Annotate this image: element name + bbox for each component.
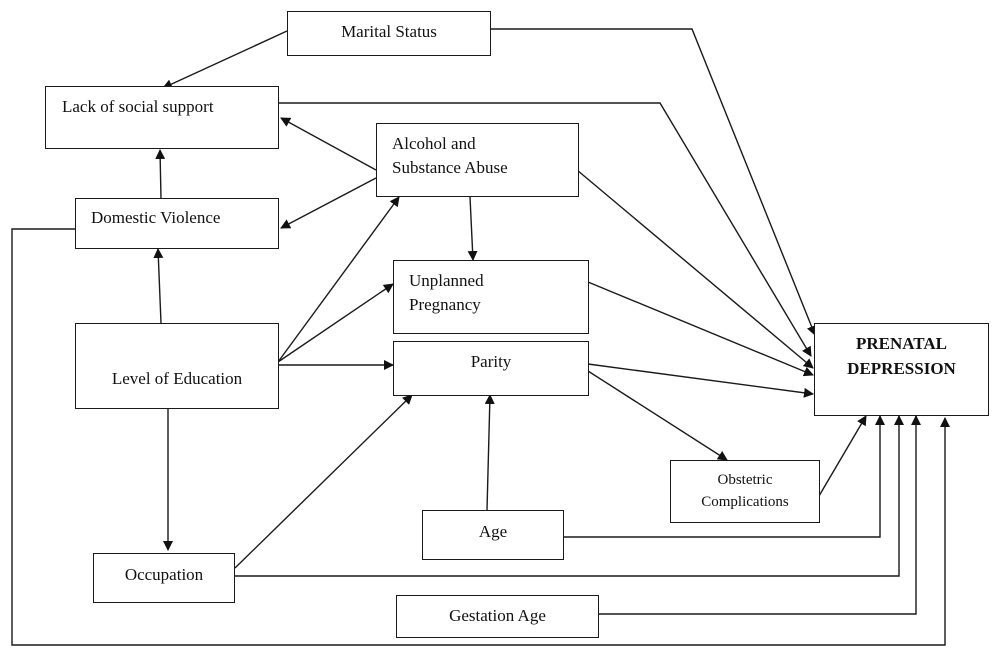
edge-parity-to-prenatal [587, 363, 814, 398]
edge-age-to-parity [484, 394, 495, 511]
edge-alcohol-to-prenatal [576, 169, 814, 369]
edge-gestation-to-prenatal [599, 415, 921, 615]
node-gestation-age: Gestation Age [396, 595, 599, 638]
node-label-line1: Alcohol and [392, 134, 476, 153]
node-label-line2: DEPRESSION [847, 359, 956, 378]
edge-education-to-unplanned [277, 283, 394, 363]
node-obstetric-complications: Obstetric Complications [670, 460, 820, 523]
edge-parity-to-obstetric [587, 370, 728, 461]
node-label: Level of Education [111, 369, 243, 388]
node-lack-of-social-support: Lack of social support [45, 86, 279, 149]
node-unplanned-pregnancy: Unplanned Pregnancy [393, 260, 589, 334]
edge-alcohol-to-social-support [280, 117, 377, 171]
node-label-line2: Complications [701, 494, 789, 510]
node-label: Marital Status [341, 22, 437, 41]
node-occupation: Occupation [93, 553, 235, 603]
node-label-line1: Obstetric [717, 472, 773, 488]
node-label: Gestation Age [449, 606, 546, 625]
node-label: Domestic Violence [91, 208, 221, 227]
edge-education-to-alcohol [277, 196, 400, 363]
node-label: Parity [470, 352, 512, 371]
edge-unplanned-to-prenatal [587, 281, 814, 377]
edge-marital-to-prenatal [490, 28, 817, 336]
node-label-line2: Substance Abuse [392, 158, 508, 177]
edge-domestic-violence-to-social-support [155, 149, 166, 200]
edge-occupation-to-prenatal [235, 415, 904, 577]
node-label: Occupation [124, 565, 204, 584]
edge-social-support-to-prenatal [279, 102, 812, 357]
node-label-line2: Pregnancy [409, 295, 481, 314]
node-label-line1: Unplanned [409, 271, 484, 290]
node-prenatal-depression: PRENATAL DEPRESSION [814, 323, 989, 416]
node-domestic-violence: Domestic Violence [75, 198, 279, 249]
edge-alcohol-to-domestic-violence [280, 177, 377, 229]
edge-age-to-prenatal [563, 415, 885, 538]
node-label: Lack of social support [62, 97, 214, 116]
edge-alcohol-to-unplanned [467, 196, 478, 261]
edge-occupation-to-parity [234, 394, 413, 569]
node-parity: Parity [393, 341, 589, 396]
node-marital-status: Marital Status [287, 11, 491, 56]
edge-domestic-violence-to-prenatal [11, 228, 950, 646]
node-label: Age [478, 522, 508, 541]
edge-education-to-domestic-violence [153, 248, 164, 324]
edge-marital-to-social-support [162, 30, 288, 89]
node-age: Age [422, 510, 564, 560]
node-level-of-education: Level of Education [75, 323, 279, 409]
node-alcohol-substance-abuse: Alcohol and Substance Abuse [376, 123, 579, 197]
node-label-line1: PRENATAL [856, 334, 947, 353]
edge-obstetric-to-prenatal [818, 415, 867, 497]
